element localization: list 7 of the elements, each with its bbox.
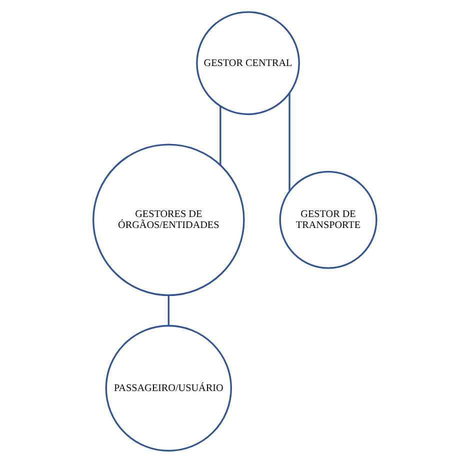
node-circle: GESTOR CENTRAL [196, 11, 300, 116]
node-circle: GESTOR DE TRANSPORTE [279, 170, 378, 269]
node-circle: PASSAGEIRO/USUÁRIO [105, 324, 232, 452]
connector [288, 93, 290, 191]
node-circle: GESTORES DE ÓRGÃOS/ENTIDADES [92, 144, 245, 296]
connector [168, 295, 170, 326]
connector [220, 106, 222, 165]
